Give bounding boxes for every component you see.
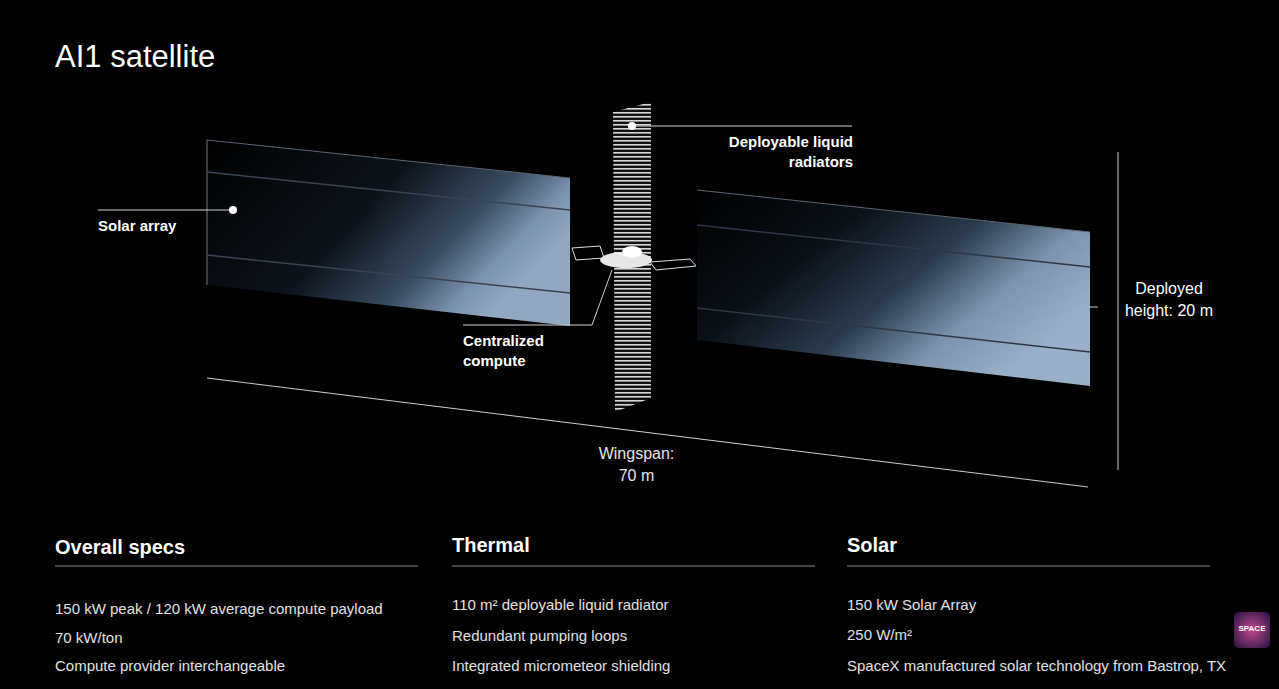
spec-item: 110 m² deployable liquid radiator (452, 595, 669, 615)
spec-item: SpaceX manufactured solar technology fro… (847, 656, 1226, 676)
spec-item: Redundant pumping loops (452, 626, 627, 646)
panel-seam (697, 225, 1090, 267)
dimension-label: Deployed height: 20 m (1124, 278, 1214, 321)
section-heading: Solar (847, 532, 897, 559)
solar-panel (697, 190, 1090, 386)
compute-wing (650, 259, 696, 270)
spec-item: Compute provider interchangeable (55, 656, 285, 676)
height-dimension (1118, 152, 1119, 470)
compute-module (622, 246, 642, 258)
spec-item: 150 kW peak / 120 kW average compute pay… (55, 599, 383, 619)
section-rule (55, 566, 418, 567)
watermark: SPACE (1234, 624, 1270, 634)
height-tick (1090, 307, 1098, 308)
solar-panel (207, 140, 570, 326)
callout-label: Centralized compute (463, 331, 563, 372)
spec-item: Integrated micrometeor shielding (452, 656, 670, 676)
panel-edge (697, 190, 1090, 232)
section-heading: Thermal (452, 532, 530, 559)
panel-edge (207, 140, 570, 178)
section-rule (847, 566, 1210, 567)
spec-item: 150 kW Solar Array (847, 595, 976, 615)
callout-label: Deployable liquid radiators (703, 132, 853, 173)
section-rule (452, 566, 815, 567)
callout-dot (229, 206, 237, 214)
callout-dot (628, 122, 636, 130)
spec-item: 70 kW/ton (55, 628, 123, 648)
panel-seam (207, 172, 570, 210)
spec-item: 250 W/m² (847, 625, 912, 645)
section-heading: Overall specs (55, 534, 185, 561)
panel-seam (697, 308, 1090, 352)
title: AI1 satellite (55, 36, 215, 78)
watermark-logo (1234, 612, 1270, 648)
callout-label: Solar array (98, 216, 176, 236)
panel-seam (207, 255, 570, 293)
leader-line (463, 270, 612, 325)
dimension-label: Wingspan: 70 m (594, 443, 679, 486)
wingspan-dimension (207, 378, 1088, 487)
compute-wing (572, 246, 604, 260)
panel-edge (207, 140, 208, 285)
leader-line (98, 210, 233, 211)
leader-line (632, 126, 852, 127)
